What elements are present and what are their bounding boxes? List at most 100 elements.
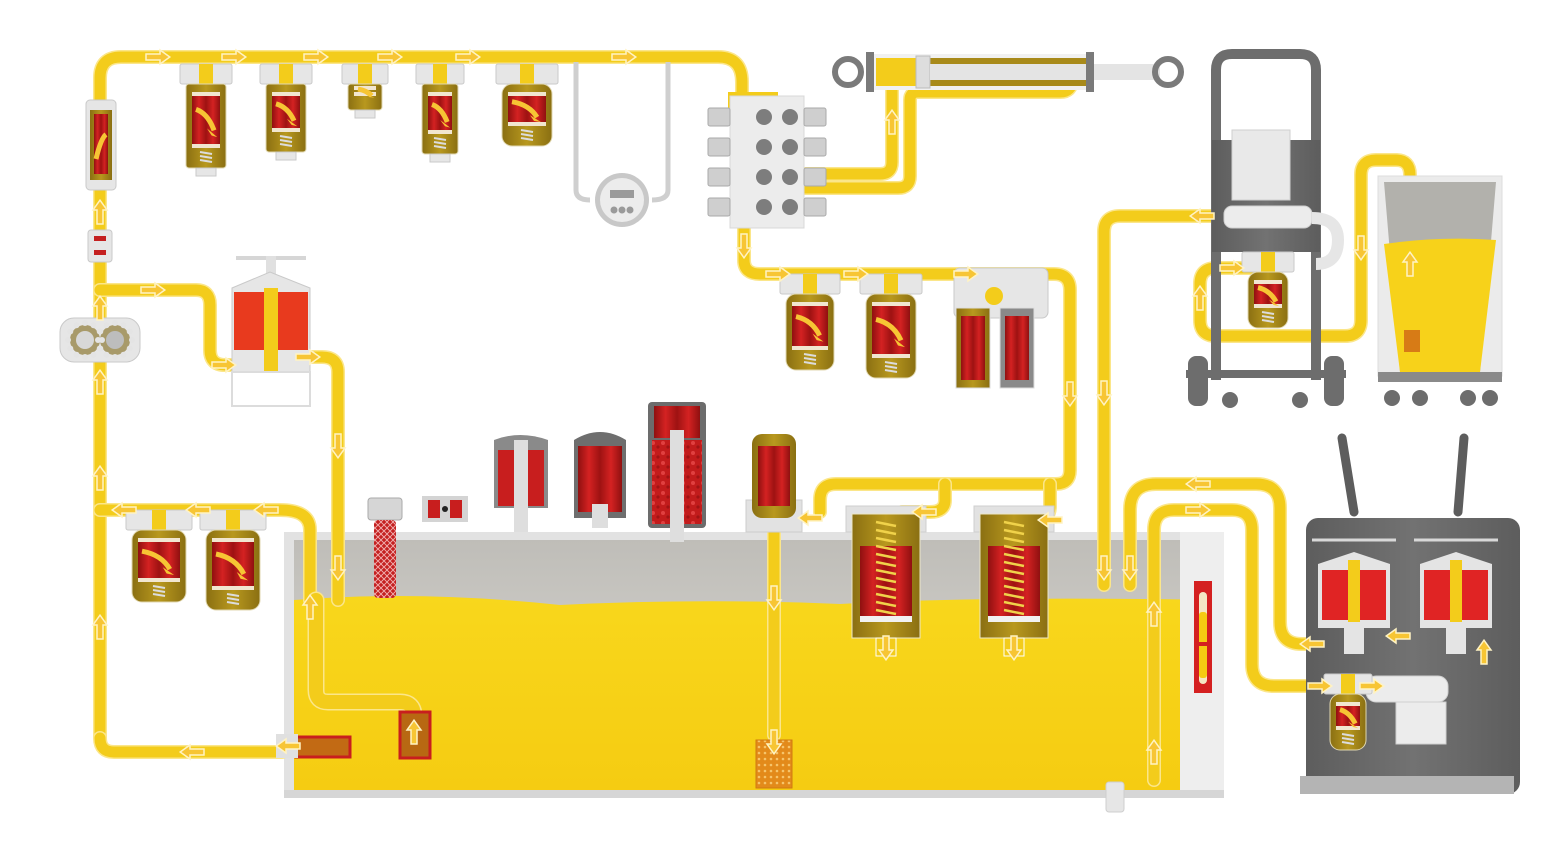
flow-curve-arrow: [141, 548, 172, 571]
filter-inlet-port: [152, 510, 166, 532]
arrow-top-6: [611, 48, 638, 66]
flow-curve-arrow: [357, 86, 374, 98]
rod-eye-left: [832, 56, 864, 88]
bypass-spring-coil: [1003, 544, 1025, 552]
arrow-manifold-down: [735, 233, 753, 260]
element-endcap-top: [138, 538, 180, 542]
gauge-line-right: [651, 62, 671, 203]
spring-coil: [803, 353, 817, 357]
unit-handle-right: [1453, 433, 1469, 517]
arrow-cart-left: [1188, 207, 1215, 225]
spring-coil: [279, 135, 293, 139]
filter-inlet-port: [803, 274, 817, 296]
spring-coil: [1341, 741, 1355, 745]
arrow-left-up-1: [91, 198, 109, 225]
cart-wheel: [1324, 356, 1344, 406]
spring-coil: [1341, 737, 1355, 741]
cylinder-oil-cap-side: [876, 58, 916, 86]
directional-valve-block: [707, 92, 827, 229]
spring-coil: [226, 601, 240, 605]
low-pressure-filter-2: [199, 509, 267, 611]
arrow-drum-up: [1401, 250, 1419, 277]
flow-curve-arrow: [215, 551, 247, 576]
valve-stem: [266, 256, 276, 284]
pressure-filter-top-1: [179, 63, 233, 177]
cart-base: [1186, 370, 1346, 378]
bypass-spring-coil: [875, 576, 897, 584]
bypass-spring-coil: [875, 560, 897, 568]
bypass-spring-coil: [1003, 528, 1025, 536]
bypass-spring-coil: [1003, 584, 1025, 592]
arrow-diffuser: [765, 729, 783, 756]
filter-inlet-port: [279, 64, 293, 86]
bypass-spring-coil: [1003, 608, 1025, 616]
spring-coil: [433, 137, 447, 141]
pipe-cart-loop: [1194, 154, 1416, 346]
flow-curve-arrow: [1339, 707, 1358, 725]
spring-coil: [279, 139, 293, 143]
arrow-it1-in: [910, 503, 937, 521]
flow-curve-arrow: [431, 102, 450, 123]
tank-filter-element: [758, 446, 790, 506]
arrow-top-4: [377, 48, 404, 66]
flow-curve-arrow: [1257, 285, 1279, 303]
breather-filter-1: [494, 435, 548, 532]
flow-curve-arrowhead: [530, 115, 541, 123]
spring-coil: [1261, 311, 1275, 315]
filter-drain: [429, 153, 451, 163]
gauge-line-left: [573, 62, 591, 203]
small-breather-element-left: [428, 500, 440, 518]
gear-tooth: [96, 328, 103, 335]
pipe-network: [93, 50, 1417, 787]
cart-pump: [1223, 205, 1313, 229]
pipe-valve-to-tank: [294, 351, 344, 606]
port: [756, 169, 772, 185]
gear-tooth: [97, 345, 104, 352]
bypass-spring-coil: [1003, 600, 1025, 608]
solenoid-right: [803, 107, 827, 127]
port: [782, 199, 798, 215]
reservoir-tank: [284, 532, 1224, 813]
gear-tooth: [129, 337, 135, 343]
spring-coil: [279, 143, 293, 147]
bypass-spring-coil: [875, 528, 897, 536]
pressure-filter-top-2: [259, 63, 313, 161]
element-endcap-bottom: [428, 130, 452, 134]
filter-drain: [195, 167, 217, 177]
pipe-low-filters: [94, 504, 316, 606]
drum-caster: [1482, 390, 1498, 406]
pipe-manifold-down: [738, 216, 1076, 518]
bypass-spring-coil: [1003, 568, 1025, 576]
return-filter-2: [859, 273, 923, 379]
pressure-filter-top-4: [415, 63, 465, 163]
breather-2-element: [578, 446, 622, 512]
gear-tooth: [103, 351, 110, 358]
arrow-valve-out: [295, 348, 322, 366]
bypass-spring-coil: [875, 584, 897, 592]
drum-caster: [1384, 390, 1400, 406]
gear-tooth: [82, 354, 88, 360]
arrow-ret-2: [843, 265, 870, 283]
arrow-top-5: [455, 48, 482, 66]
check-valve-seat-top: [94, 236, 106, 241]
pressure-filter-top-3: [341, 63, 389, 119]
flow-curve-arrowhead: [440, 120, 451, 128]
small-breather-hole: [442, 506, 448, 512]
arrow-it2-out: [1005, 635, 1023, 662]
end-cap-left: [866, 52, 874, 92]
port: [782, 109, 798, 125]
bypass-spring-coil: [1003, 560, 1025, 568]
bowl-element-right: [1462, 570, 1488, 620]
arrow-off-in: [1307, 677, 1334, 695]
desiccant-breather: [648, 402, 706, 542]
gear-tooth: [126, 328, 133, 335]
arrow-bowl-mid: [1384, 627, 1411, 645]
filter-inlet-port: [1341, 674, 1355, 696]
spring-coil: [803, 361, 817, 365]
solenoid-left: [707, 197, 731, 217]
bypass-spring-coil: [875, 608, 897, 616]
spring-coil: [152, 589, 166, 593]
check-valve-seat-bottom: [94, 250, 106, 255]
flow-curve-arrow: [511, 99, 540, 119]
